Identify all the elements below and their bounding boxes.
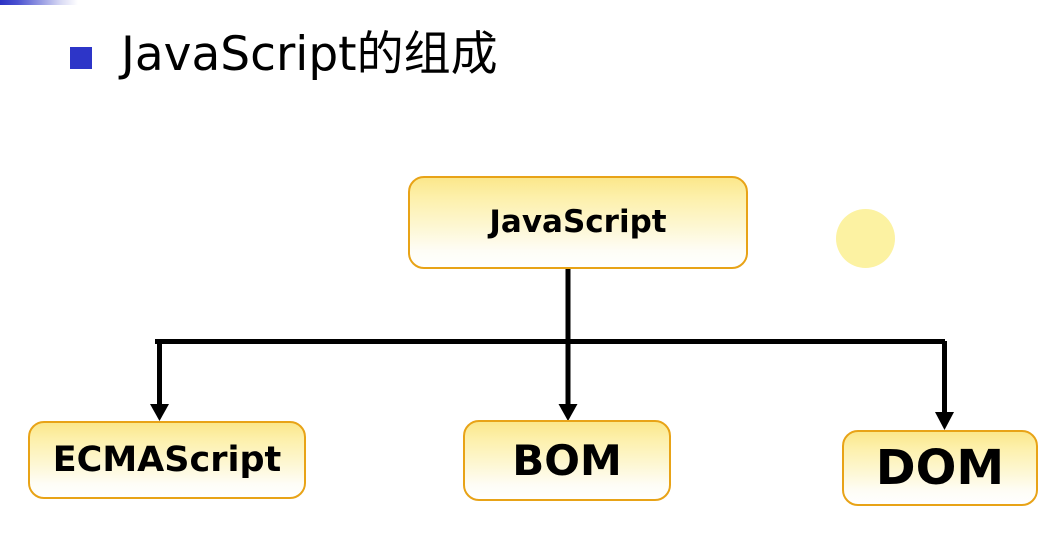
node-label: ECMAScript (52, 439, 282, 480)
bullet-square-icon (70, 47, 92, 69)
accent-rule (0, 0, 78, 5)
diagram-node-ecmascript[interactable]: ECMAScript (28, 421, 306, 499)
page-title: JavaScript的组成 (121, 26, 498, 82)
node-label: DOM (875, 440, 1005, 496)
diagram-node-bom[interactable]: BOM (463, 420, 671, 501)
diagram-node-dom[interactable]: DOM (842, 430, 1038, 506)
decorative-circle (836, 209, 895, 268)
node-label: BOM (512, 435, 622, 485)
diagram-node-javascript[interactable]: JavaScript (408, 176, 748, 269)
slide-title-row: JavaScript的组成 (70, 22, 498, 86)
node-label: JavaScript (489, 204, 667, 240)
